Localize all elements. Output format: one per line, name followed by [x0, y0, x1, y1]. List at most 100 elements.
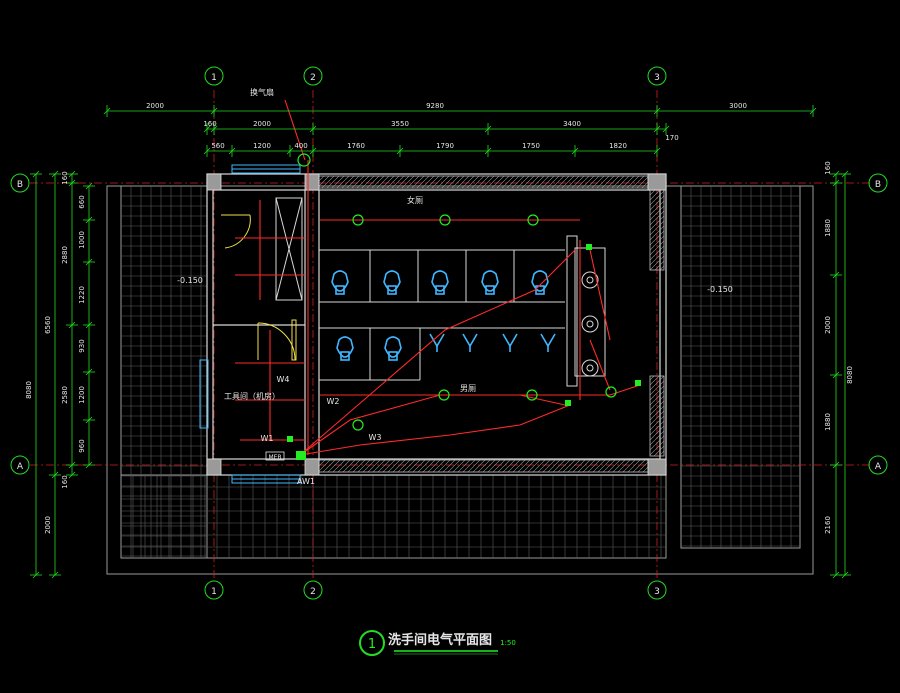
- dimension-tick: [832, 170, 840, 178]
- circuit-aw1: AW1: [297, 477, 315, 486]
- dimension-tick: [85, 258, 93, 266]
- dim-top-minor-7: 1820: [609, 142, 627, 150]
- title-number: 1: [368, 637, 376, 652]
- level-right: -0.150: [707, 285, 733, 294]
- toilet-icon: [384, 336, 402, 361]
- dim-right-outer: 8080: [846, 366, 854, 384]
- dim-top-minor-5: 1790: [436, 142, 454, 150]
- axis-label-2: 2: [310, 73, 316, 83]
- dimension-tick: [309, 147, 317, 155]
- ceiling-light-icon: [605, 386, 617, 398]
- meb-label: MEB: [268, 454, 281, 461]
- axis-label-b-right: B: [875, 180, 881, 190]
- dimension-tick: [85, 368, 93, 376]
- dim-text-top: 2000 9280 3000 160 2000 3550 3400 170 56…: [146, 102, 747, 150]
- dim-left-detail-1: 660: [78, 195, 86, 208]
- dimension-tick: [85, 461, 93, 469]
- ceiling-light-icon: [526, 389, 538, 401]
- dim-top-overall-2: 9280: [426, 102, 444, 110]
- axis-label-3-bottom: 3: [654, 587, 660, 597]
- dim-left-inner-2: 2880: [61, 246, 69, 264]
- room-label-women: 女厕: [407, 195, 423, 205]
- circuit-w4: W4: [277, 375, 290, 384]
- plumbing-fixtures: [331, 270, 599, 377]
- dim-right-inner-4: 1880: [824, 413, 832, 431]
- dim-top-detail-5: 170: [665, 134, 678, 142]
- dimension-tick: [484, 147, 492, 155]
- building-walls: [206, 173, 667, 476]
- dimension-tick: [309, 125, 317, 133]
- grid-bubbles: [10, 66, 888, 656]
- paving-grid: [121, 186, 800, 558]
- dimension-tick: [85, 182, 93, 190]
- switch-icon: [287, 436, 293, 442]
- ceiling-light-icon: [527, 214, 539, 226]
- washbasin-icon: [581, 271, 599, 289]
- dimension-tick: [653, 125, 661, 133]
- dim-top-minor-4: 1760: [347, 142, 365, 150]
- dimension-tick: [210, 125, 218, 133]
- dimension-tick: [832, 179, 840, 187]
- toilet-icon: [431, 270, 449, 295]
- switches-sockets: [287, 244, 641, 460]
- dim-left-mid-2: 2000: [44, 516, 52, 534]
- toilet-icon: [383, 270, 401, 295]
- washbasin-icon: [581, 315, 599, 333]
- dim-top-detail-1: 160: [203, 120, 216, 128]
- dim-top-detail-2: 2000: [253, 120, 271, 128]
- urinal-icon: [462, 333, 478, 352]
- ceiling-light-icon: [438, 389, 450, 401]
- dim-left-inner-4: 160: [61, 475, 69, 488]
- ceiling-light-icon: [352, 419, 364, 431]
- toilet-icon: [331, 270, 349, 295]
- dimension-tick: [832, 571, 840, 579]
- dim-left-mid-1: 6560: [44, 316, 52, 334]
- switch-icon: [586, 244, 592, 250]
- dimension-tick: [662, 125, 670, 133]
- urinal-icon: [540, 333, 556, 352]
- dimension-tick: [841, 170, 849, 178]
- ceiling-light-icon: [352, 214, 364, 226]
- dim-left-outer: 8080: [25, 381, 33, 399]
- dim-text-left: 8080 6560 2000 160 2880 2580 160 660 100…: [25, 171, 86, 534]
- dim-top-minor-6: 1750: [522, 142, 540, 150]
- dimension-tick: [653, 147, 661, 155]
- axis-label-b-left: B: [17, 180, 23, 190]
- dimension-tick: [809, 107, 817, 115]
- shaft: [275, 197, 303, 301]
- circuit-w2: W2: [327, 397, 340, 406]
- dimension-tick: [203, 147, 211, 155]
- dim-top-minor-2: 1200: [253, 142, 271, 150]
- dimension-tick: [85, 321, 93, 329]
- dimension-tick: [51, 170, 59, 178]
- dim-right-inner-2: 1880: [824, 219, 832, 237]
- drawing-title: 洗手间电气平面图: [388, 632, 492, 648]
- title-underline: [394, 650, 498, 655]
- dimension-tick: [396, 147, 404, 155]
- urinal-icon: [502, 333, 518, 352]
- dimension-tick: [832, 461, 840, 469]
- dim-top-detail-3: 3550: [391, 120, 409, 128]
- dimension-tick: [68, 170, 76, 178]
- socket-icon: [635, 380, 641, 386]
- dimension-tick: [832, 371, 840, 379]
- dimension-tick: [51, 471, 59, 479]
- dim-text-right: 8080 160 1880 2000 1880 2160: [824, 161, 854, 534]
- dim-top-overall-1: 2000: [146, 102, 164, 110]
- dim-top-overall-3: 3000: [729, 102, 747, 110]
- level-left: -0.150: [177, 276, 203, 285]
- dimension-tick: [832, 271, 840, 279]
- room-label-men: 男厕: [460, 384, 476, 393]
- dim-top-minor-1: 560: [211, 142, 224, 150]
- axis-label-a-right: A: [875, 462, 882, 472]
- dimension-tick: [228, 147, 236, 155]
- dimension-tick: [484, 125, 492, 133]
- vent-label: 换气扇: [250, 87, 274, 97]
- dim-left-detail-4: 930: [78, 339, 86, 352]
- dim-right-inner-1: 160: [824, 161, 832, 174]
- circuit-w1: W1: [261, 434, 274, 443]
- dimension-tick: [210, 107, 218, 115]
- meb-box: [265, 451, 285, 461]
